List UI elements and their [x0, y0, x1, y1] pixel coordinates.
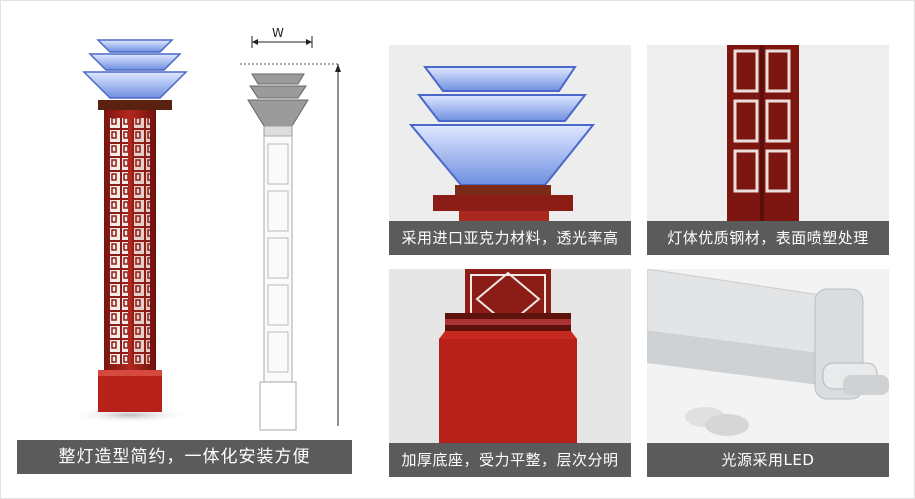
- glass-tier-top: [96, 39, 174, 53]
- panel-caption: 加厚底座，受力平整，层次分明: [389, 443, 631, 477]
- panel-caption: 采用进口亚克力材料，透光率高: [389, 221, 631, 255]
- panel-acrylic: 采用进口亚克力材料，透光率高: [389, 45, 631, 255]
- lamp-render: [60, 30, 210, 430]
- main-caption: 整灯造型简约，一体化安装方便: [17, 440, 352, 474]
- panel-base: 加厚底座，受力平整，层次分明: [389, 269, 631, 477]
- glass-tier-mid: [88, 53, 182, 71]
- width-dimension-label: W: [272, 26, 284, 40]
- glass-tier-bottom: [82, 71, 188, 99]
- panel-caption: 灯体优质钢材，表面喷塑处理: [647, 221, 889, 255]
- panel-caption: 光源采用LED: [647, 443, 889, 477]
- panel-led: 光源采用LED: [647, 269, 889, 477]
- panel-steel: 灯体优质钢材，表面喷塑处理: [647, 45, 889, 255]
- lamp-line-drawing: W: [240, 26, 350, 446]
